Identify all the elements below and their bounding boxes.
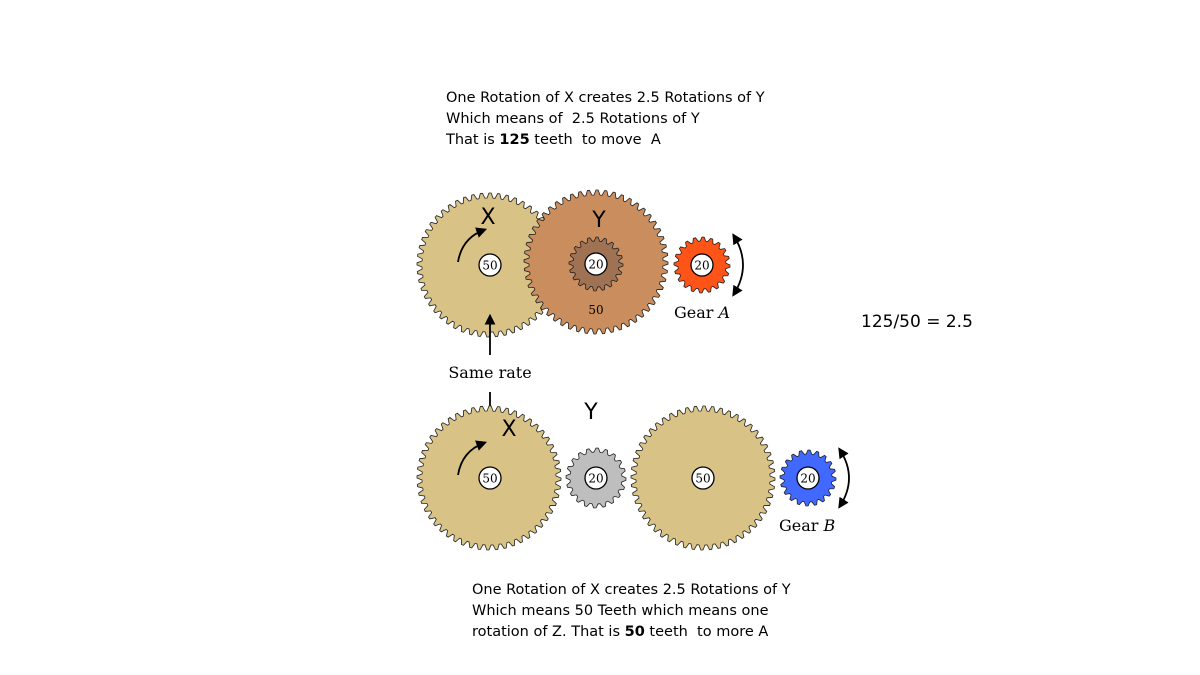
rotation-arrow-bottom-x: [457, 440, 488, 476]
gear-a-label-letter: A: [717, 303, 731, 322]
top-explanation: One Rotation of X creates 2.5 Rotations …: [446, 88, 765, 151]
hub-bottom-third: 50: [691, 466, 715, 490]
hub-gear-b: 20: [796, 466, 820, 490]
bottom-explanation: One Rotation of X creates 2.5 Rotations …: [472, 580, 791, 643]
gear-b-label-prefix: Gear: [779, 516, 824, 535]
top-note-line3-suffix: teeth to move A: [529, 132, 661, 148]
hub-gear-a-label: 20: [694, 259, 709, 273]
gear-b-label-letter: B: [823, 516, 836, 535]
hub-bottom-x-label: 50: [482, 472, 497, 486]
bottom-note-line2: Which means 50 Teeth which means one: [472, 603, 769, 619]
bottom-note-line3-bold: 50: [624, 624, 645, 640]
bottom-x-letter: X: [501, 417, 516, 442]
same-rate-label: Same rate: [448, 363, 531, 382]
bottom-note-line3-suffix: teeth to more A: [644, 624, 769, 640]
hub-top-x-label: 50: [482, 259, 497, 273]
hub-bottom-y-label: 20: [588, 472, 603, 486]
top-note-line3-bold: 125: [499, 132, 530, 148]
hub-bottom-x: 50: [478, 466, 502, 490]
ratio-equation: 125/50 = 2.5: [861, 312, 973, 332]
rotation-arrow-gear-b: [838, 447, 850, 509]
bottom-note-line3: rotation of Z. That is 50 teeth to more …: [472, 622, 791, 643]
hub-top-x: 50: [478, 253, 502, 277]
gear-b-label: Gear B: [779, 516, 836, 535]
gear-a-label: Gear A: [674, 303, 730, 322]
bottom-note-line3-prefix: rotation of Z. That is: [472, 624, 625, 640]
rotation-arrow-top-x: [457, 227, 488, 263]
hub-gear-b-label: 20: [800, 472, 815, 486]
hub-bottom-third-label: 50: [695, 472, 710, 486]
top-note-line2: Which means of 2.5 Rotations of Y: [446, 111, 700, 127]
top-note-line1: One Rotation of X creates 2.5 Rotations …: [446, 90, 765, 106]
bottom-note-line1: One Rotation of X creates 2.5 Rotations …: [472, 582, 791, 598]
gear-a-label-prefix: Gear: [674, 303, 719, 322]
bottom-y-letter: Y: [583, 400, 598, 425]
hub-bottom-y: 20: [584, 466, 608, 490]
hub-gear-a: 20: [690, 253, 714, 277]
top-y-letter: Y: [591, 208, 606, 233]
top-note-line3-prefix: That is: [446, 132, 500, 148]
top-y-outer-teeth: 50: [588, 303, 603, 317]
top-x-letter: X: [480, 205, 495, 230]
rotation-arrow-gear-a: [732, 233, 744, 297]
top-note-line3: That is 125 teeth to move A: [446, 130, 765, 151]
hub-top-y-label: 20: [588, 258, 603, 272]
hub-top-y: 20: [584, 252, 608, 276]
